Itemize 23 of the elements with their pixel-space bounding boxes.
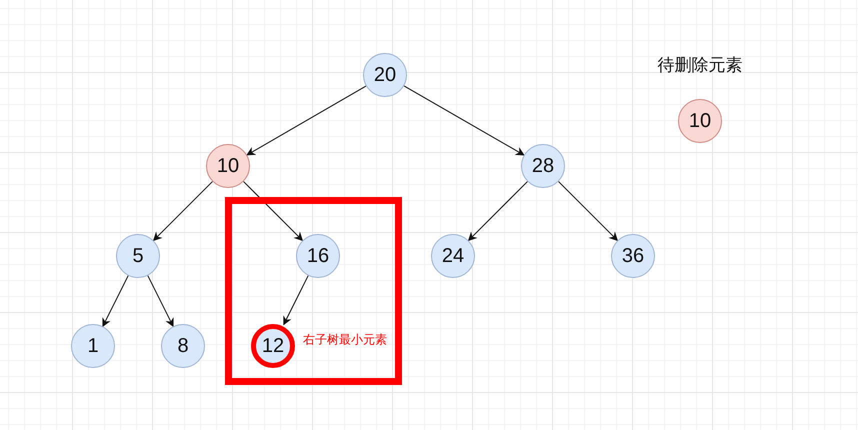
highlight-frame bbox=[225, 197, 402, 385]
arrow bbox=[468, 181, 528, 242]
node-heading: 待删除元素 bbox=[658, 54, 742, 76]
arrow bbox=[147, 275, 174, 328]
tree-node-circle: 12 bbox=[251, 324, 295, 368]
tree-node-circle: 36 bbox=[611, 234, 655, 278]
annotation-text: 右子树最小元素 bbox=[303, 332, 387, 348]
arrow bbox=[243, 181, 304, 242]
tree-node-circle: 16 bbox=[296, 234, 340, 278]
tree-node-circle: 1 bbox=[71, 324, 115, 368]
arrow bbox=[404, 85, 525, 156]
arrow bbox=[558, 181, 618, 242]
tree-node-circle: 24 bbox=[431, 234, 475, 278]
tree-node-circle: 5 bbox=[116, 234, 160, 278]
arrow bbox=[102, 275, 129, 328]
tree-node-circle: 28 bbox=[521, 144, 565, 188]
arrow bbox=[152, 181, 213, 242]
tree-node-circle: 10 bbox=[206, 144, 250, 188]
tree-node-circle: 20 bbox=[363, 53, 407, 97]
arrow bbox=[283, 275, 309, 326]
tree-node-circle: 8 bbox=[161, 324, 205, 368]
tree-node-circle: 10 bbox=[678, 99, 722, 143]
arrow bbox=[246, 86, 366, 156]
